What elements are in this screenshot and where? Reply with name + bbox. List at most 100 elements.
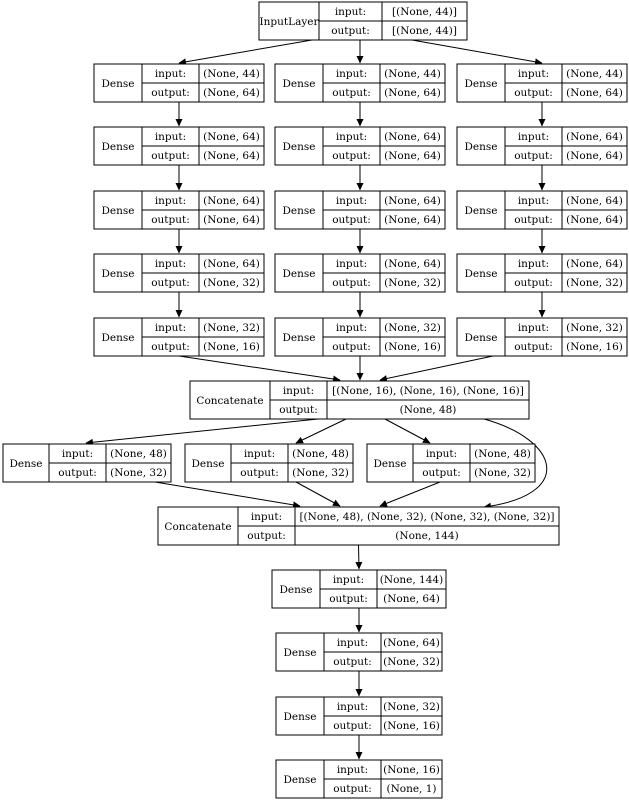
output-label: output:	[247, 530, 286, 542]
input-label: input:	[336, 258, 367, 270]
output-label: output:	[514, 87, 553, 99]
layer-name: Dense	[465, 332, 498, 344]
output-shape: (None, 64)	[566, 214, 623, 226]
output-shape: (None, 1)	[386, 783, 436, 795]
input-label: input:	[335, 6, 366, 18]
layer-name: Dense	[192, 458, 225, 470]
input-shape: [(None, 48), (None, 32), (None, 32), (No…	[299, 511, 554, 523]
layer-name: Dense	[283, 268, 316, 280]
output-label: output:	[514, 150, 553, 162]
input-label: input:	[155, 195, 186, 207]
output-label: output:	[422, 467, 461, 479]
output-label: output:	[279, 404, 318, 416]
input-shape: (None, 32)	[566, 322, 623, 334]
layer-name: Dense	[465, 141, 498, 153]
input-label: input:	[518, 195, 549, 207]
layer-name: Dense	[283, 205, 316, 217]
input-shape: (None, 32)	[384, 322, 441, 334]
edge-arrow	[483, 418, 548, 510]
input-shape: (None, 64)	[383, 637, 440, 649]
output-shape: [(None, 44)]	[392, 25, 457, 37]
output-shape: (None, 64)	[384, 150, 441, 162]
input-shape: (None, 64)	[203, 195, 260, 207]
layer-name: InputLayer	[259, 16, 319, 28]
input-shape: (None, 44)	[566, 68, 623, 80]
output-shape: (None, 64)	[384, 87, 441, 99]
input-label: input:	[336, 322, 367, 334]
input-label: input:	[336, 131, 367, 143]
output-shape: (None, 64)	[566, 150, 623, 162]
input-label: input:	[155, 131, 186, 143]
output-label: output:	[240, 467, 279, 479]
input-shape: (None, 48)	[110, 448, 167, 460]
output-label: output:	[514, 214, 553, 226]
edge-arrow	[154, 481, 301, 509]
output-label: output:	[331, 25, 370, 37]
input-shape: (None, 64)	[566, 258, 623, 270]
output-shape: (None, 144)	[395, 530, 458, 542]
layer-name: Dense	[283, 141, 316, 153]
layer-name: Dense	[102, 332, 135, 344]
edge-arrow	[178, 39, 313, 66]
edge-arrow	[355, 544, 363, 570]
output-label: output:	[332, 341, 371, 353]
layer-name: Dense	[374, 458, 407, 470]
layer-name: Dense	[283, 78, 316, 90]
output-label: output:	[151, 150, 190, 162]
edge-arrow	[384, 418, 431, 444]
output-shape: (None, 64)	[203, 87, 260, 99]
input-shape: (None, 64)	[384, 195, 441, 207]
output-shape: (None, 32)	[292, 467, 349, 479]
layer-name: Concatenate	[196, 395, 263, 407]
input-label: input:	[155, 68, 186, 80]
layer-name: Concatenate	[164, 521, 231, 533]
layer-name: Dense	[283, 332, 316, 344]
input-label: input:	[518, 322, 549, 334]
output-shape: (None, 64)	[566, 87, 623, 99]
input-shape: (None, 64)	[203, 131, 260, 143]
input-shape: (None, 64)	[384, 258, 441, 270]
input-shape: (None, 32)	[383, 701, 440, 713]
edge-arrow	[411, 39, 543, 66]
input-label: input:	[251, 511, 282, 523]
layer-name: Dense	[280, 584, 313, 596]
output-shape: (None, 64)	[383, 593, 440, 605]
output-shape: (None, 32)	[566, 277, 623, 289]
layer-name: Dense	[10, 458, 43, 470]
layer-name: Dense	[465, 205, 498, 217]
output-label: output:	[151, 214, 190, 226]
output-shape: (None, 32)	[474, 467, 531, 479]
input-shape: (None, 64)	[203, 258, 260, 270]
output-label: output:	[151, 87, 190, 99]
output-shape: (None, 16)	[566, 341, 623, 353]
output-shape: (None, 32)	[384, 277, 441, 289]
edge-arrow	[85, 418, 319, 446]
output-label: output:	[332, 150, 371, 162]
input-shape: (None, 44)	[203, 68, 260, 80]
input-shape: (None, 44)	[384, 68, 441, 80]
output-shape: (None, 16)	[384, 341, 441, 353]
input-label: input:	[333, 574, 364, 586]
input-label: input:	[283, 385, 314, 397]
input-label: input:	[244, 448, 275, 460]
output-label: output:	[332, 214, 371, 226]
edge-arrow	[178, 355, 341, 383]
input-label: input:	[518, 68, 549, 80]
layer-node-concat2: Concatenate input: output: [(None, 48), (No…	[157, 506, 560, 546]
output-shape: (None, 64)	[203, 150, 260, 162]
output-label: output:	[58, 467, 97, 479]
input-shape: (None, 64)	[384, 131, 441, 143]
input-shape: (None, 32)	[203, 322, 260, 334]
